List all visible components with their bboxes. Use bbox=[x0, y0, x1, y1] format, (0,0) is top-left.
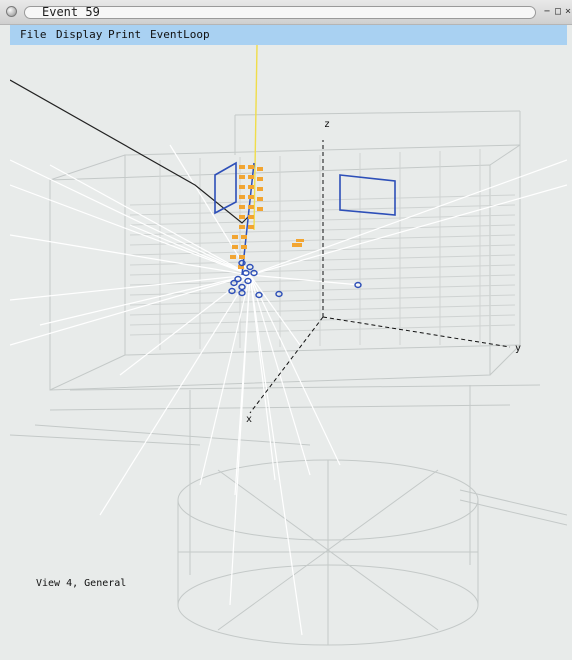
close-icon[interactable]: × bbox=[564, 6, 572, 17]
z-axis-label: z bbox=[324, 119, 330, 130]
x-axis-label: x bbox=[246, 414, 252, 425]
menu-print[interactable]: Print bbox=[108, 28, 142, 41]
lower-cylinder bbox=[177, 459, 479, 646]
beam-line bbox=[253, 45, 258, 231]
title-field bbox=[24, 6, 536, 19]
x-axis bbox=[249, 316, 324, 414]
reconstructed-tracks bbox=[10, 144, 567, 636]
blue-hit-cluster bbox=[228, 259, 362, 299]
window-title: Event 59 bbox=[42, 5, 100, 19]
menu-eventloop[interactable]: EventLoop bbox=[150, 28, 210, 41]
orange-hit-cluster bbox=[230, 165, 304, 269]
y-axis-label: y bbox=[515, 343, 521, 354]
title-bar[interactable]: Event 59 − □ × bbox=[0, 0, 572, 25]
event-scene: z y x bbox=[10, 45, 567, 646]
minimize-icon[interactable]: − bbox=[543, 6, 551, 17]
menu-bar: File Display Print EventLoop bbox=[10, 25, 567, 45]
menu-file[interactable]: File bbox=[20, 28, 47, 41]
window-menu-knob-icon[interactable] bbox=[6, 6, 17, 17]
menu-display[interactable]: Display bbox=[56, 28, 103, 41]
module-left bbox=[214, 161, 237, 215]
highlighted-modules bbox=[214, 161, 396, 216]
module-right bbox=[339, 174, 396, 216]
view-caption: View 4, General bbox=[36, 578, 127, 589]
maximize-icon[interactable]: □ bbox=[554, 6, 562, 17]
3d-event-viewport[interactable]: z y x View 4, General bbox=[10, 45, 567, 655]
support-structure bbox=[10, 384, 567, 575]
y-axis bbox=[322, 316, 511, 348]
coordinate-axes bbox=[249, 140, 511, 414]
detector-wireframe bbox=[10, 110, 567, 646]
cosmic-track bbox=[10, 79, 251, 224]
